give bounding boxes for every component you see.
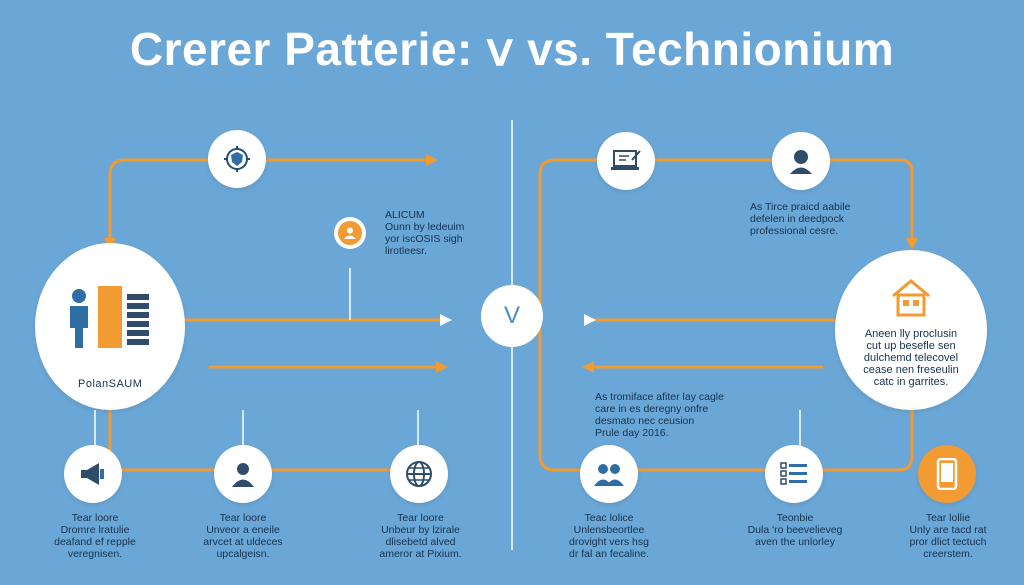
left-bottom-node-1 (64, 445, 122, 503)
shield-gear-icon (224, 146, 250, 172)
left-bottom-text-2: Tear loore Unveor a eneile arvcet at uld… (203, 512, 283, 560)
user-icon (344, 227, 356, 239)
left-hub (35, 243, 185, 410)
right-bottom-node-1 (580, 445, 638, 503)
left-callout-text: ALICUM Ounn by ledeuim yor iscOSIS sigh … (385, 209, 465, 257)
person-with-books-icon (70, 285, 149, 348)
people-icon (594, 464, 624, 486)
vs-badge: V (481, 285, 543, 347)
right-hub-text: Aneen lly proclusin cut up besefle sen d… (863, 328, 959, 388)
page-title: Crerer Patterie: ⅴ vs. Technionium (129, 23, 895, 75)
arrow-left-lower (436, 361, 448, 373)
right-bottom-text-2: Teonbie Dula 'ro beevelieveg aven the un… (747, 512, 843, 548)
phone-icon (936, 458, 958, 490)
house-icon (892, 279, 930, 317)
right-top-node-1 (597, 132, 655, 190)
right-bottom-node-2 (765, 445, 823, 503)
left-top-loop (108, 158, 430, 245)
megaphone-icon (81, 463, 104, 485)
globe-icon (406, 461, 432, 487)
right-hub (835, 250, 987, 410)
left-bottom-node-2 (214, 445, 272, 503)
right-bottom-node-3 (918, 445, 976, 503)
arrow-into-vs-left (440, 314, 452, 326)
arrow-right-down (906, 238, 918, 250)
checklist-icon (780, 462, 807, 485)
right-bottom-text-1: Teac lolice Unlensbeortlee drovight vers… (569, 512, 649, 560)
left-bottom-node-3 (390, 445, 448, 503)
arrow-right-lower (582, 361, 594, 373)
left-bottom-text-1: Tear loore Dromre lratulie deafand ef re… (54, 512, 136, 560)
arrow-left-top (426, 154, 438, 166)
avatar-icon (790, 150, 812, 174)
left-bottom-text-3: Tear loore Unbeur by lzirale dlisebetd a… (379, 512, 462, 560)
laptop-edit-icon (611, 150, 641, 170)
right-middle-text: As tromiface afiter lay cagle care in es… (595, 391, 724, 439)
left-callout-pin (334, 217, 366, 249)
right-top-loop (538, 158, 914, 312)
person-icon (232, 463, 254, 487)
left-bottom-loop (108, 408, 432, 472)
left-top-node (208, 130, 266, 188)
right-top-node-2 (772, 132, 830, 190)
arrow-into-vs-right (584, 314, 596, 326)
left-hub-label: PolanSAUM (78, 378, 143, 390)
right-bottom-text-3: Tear lollie Unly are tacd rat pror dlict… (909, 512, 987, 560)
right-bottom-loop (538, 328, 914, 472)
right-top-text: As Tirce praicd aabile defelen in deedpo… (750, 201, 851, 237)
